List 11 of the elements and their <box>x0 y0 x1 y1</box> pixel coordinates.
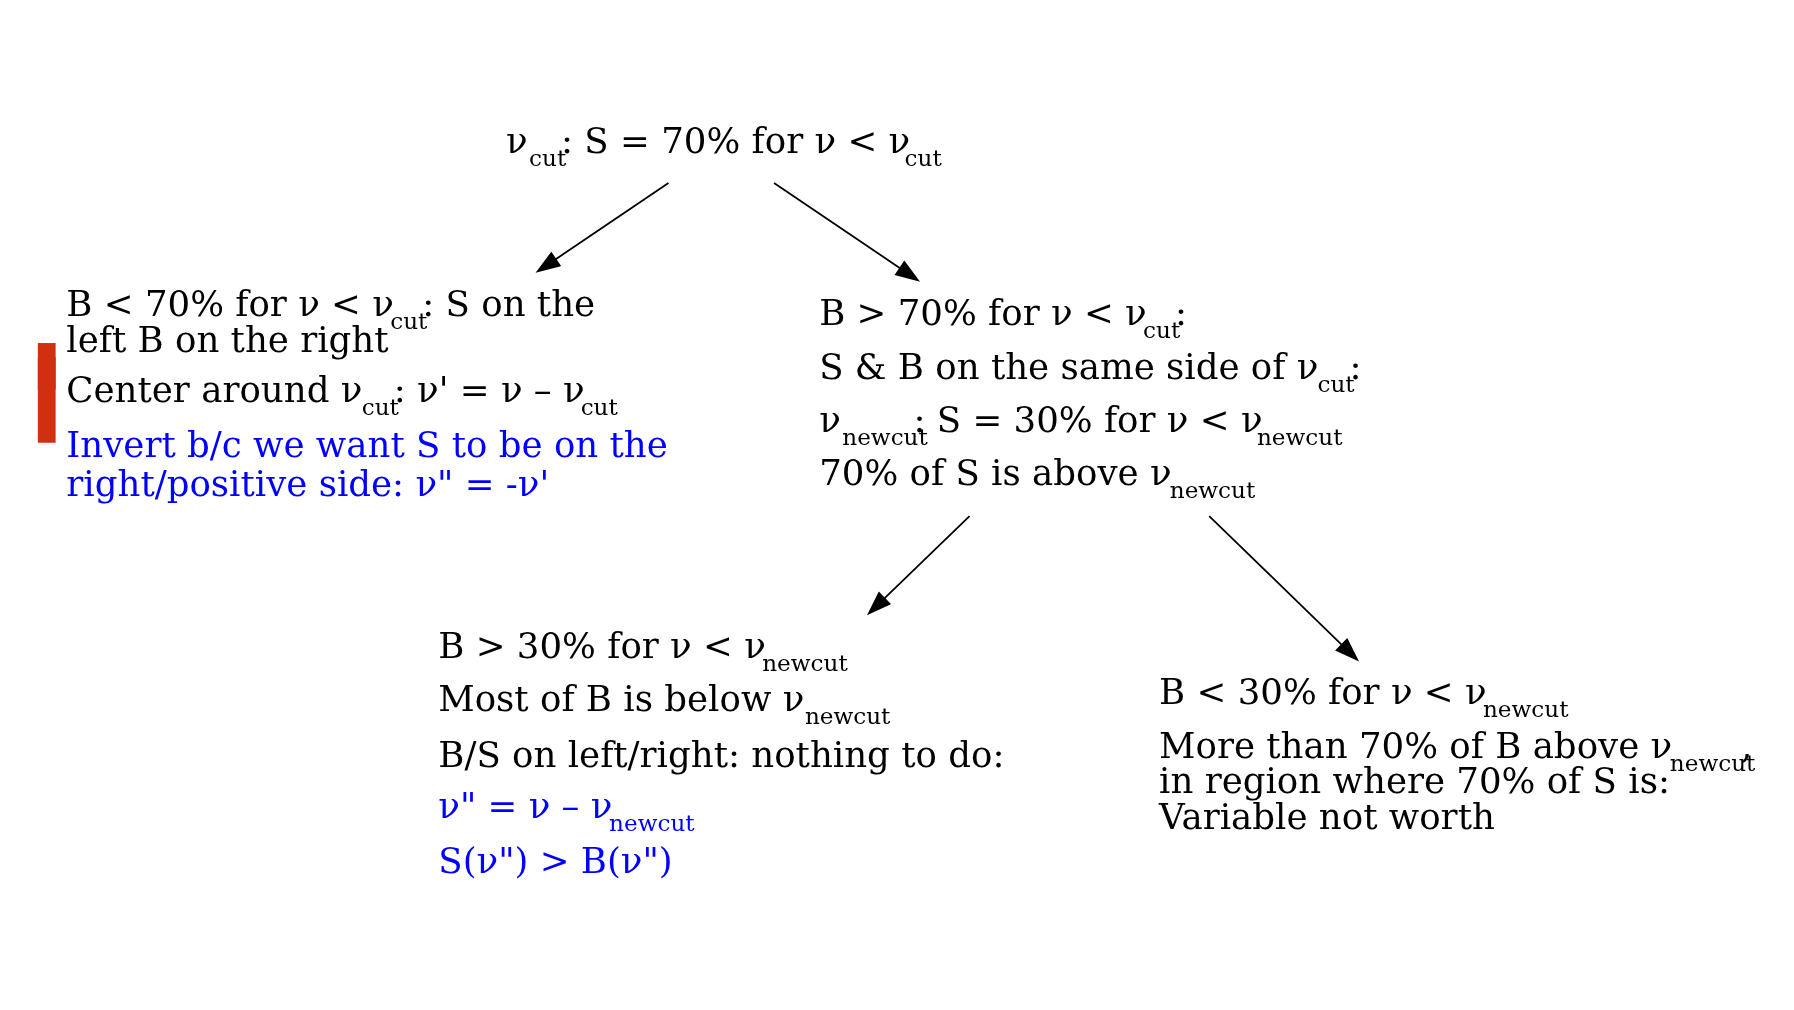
node-label: B < 70% for ν < ν$_{cut}$: S on the left B on the right <box>66 283 596 360</box>
node-label: Invert b/c we want S to be on the right/positive side: ν" = -ν' <box>66 423 668 505</box>
arrow <box>866 515 971 616</box>
node-text: B > 30% for ν < ν$_{newcut}$ Most of B is below ν$_{newcut}$ B/S on left/right: nothing to do: ν" = ν – ν$_{newcut}$ S(ν") > B(ν") <box>438 625 1005 882</box>
arrow <box>535 182 670 273</box>
node-text: B < 30% for ν < ν$_{newcut}$ More than 70% of B above ν$_{newcut}$, in region where 70% of S is: Variable not worth <box>1159 671 1756 837</box>
node-text: B > 70% for ν < ν$_{cut}$: S & B on the same side of ν$_{cut}$: ν$_{newcut}$: S = 30% for ν < ν$_{newcut}$ 70% of S is above ν$_{newcut}$ <box>819 292 1362 504</box>
node-text: ν$_{cut}$: S = 70% for ν < ν$_{cut}$ <box>505 119 942 171</box>
arrow <box>1208 515 1360 662</box>
arrow <box>773 182 921 282</box>
node-label: Center around ν$_{cut}$: ν' = ν – ν$_{cut}$ <box>66 368 618 420</box>
